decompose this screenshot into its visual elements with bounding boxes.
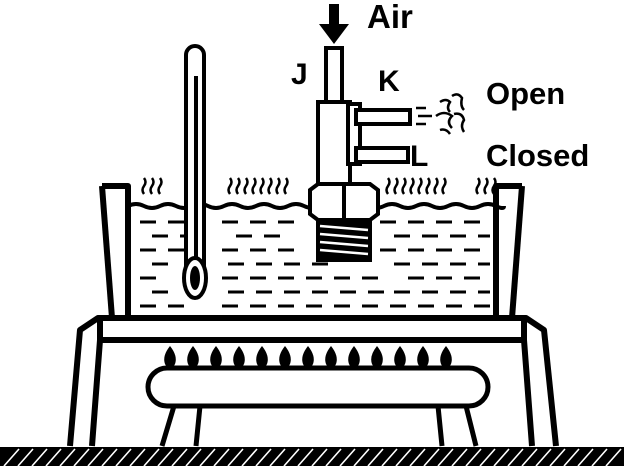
open-label: Open — [486, 76, 566, 111]
water-pot — [99, 183, 525, 321]
pipe-k-label: K — [378, 65, 400, 98]
air-label: Air — [367, 0, 413, 35]
closed-label: Closed — [486, 138, 590, 173]
water — [140, 220, 490, 308]
air-puff-icon — [416, 93, 466, 135]
thermometer-icon — [182, 44, 208, 300]
gas-burner-icon — [145, 365, 491, 447]
stove-stand — [67, 315, 559, 447]
pipe-j-label: J — [291, 58, 308, 91]
flame-icon — [164, 346, 452, 370]
pipe-l-label: L — [410, 140, 429, 173]
down-arrow-icon — [319, 4, 349, 44]
steam-icon — [141, 177, 497, 195]
ground — [0, 447, 624, 466]
thermostat-valve — [308, 46, 412, 262]
